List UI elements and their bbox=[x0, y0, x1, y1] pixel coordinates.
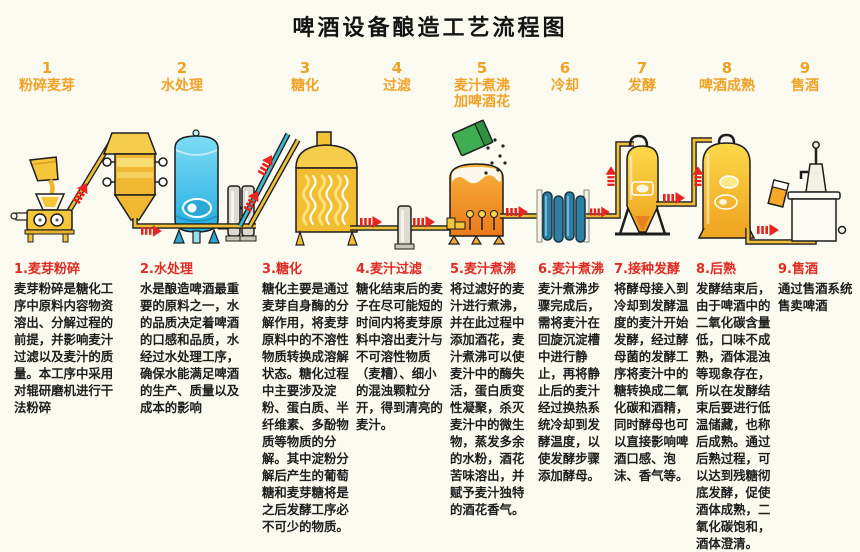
beer-dispenser-icon bbox=[767, 141, 847, 242]
cooling-coil-icon bbox=[536, 189, 590, 243]
step-description-5: 5.麦汁煮沸 将过滤好的麦汁进行煮沸，并在此过程中添加酒花，麦汁煮沸可以使麦汁中… bbox=[450, 262, 536, 518]
step-description-body: 麦汁煮沸步骤完成后，需将麦汁在回旋沉淀槽中进行静止，再将静止后的麦汁经过换热系统… bbox=[538, 281, 600, 483]
maturation-tank-icon bbox=[697, 133, 756, 239]
step-description-heading: 5.麦汁煮沸 bbox=[450, 262, 516, 277]
boiling-kettle-icon bbox=[446, 163, 506, 245]
step-description-3: 3.糖化 糖化主要是通过麦芽自身酶的分解作用，将麦芽原料中的不溶性物质转换成溶解… bbox=[262, 262, 354, 535]
step-description-2: 2.水处理 水是酿造啤酒最重要的原料之一，水的品质决定着啤酒的口感和品质，水经过… bbox=[140, 262, 240, 416]
step-description-body: 将酵母接入到冷却到发酵温度的麦汁开始发酵，经过酵母菌的发酵工序将麦汁中的糖转换成… bbox=[614, 281, 689, 483]
pipe-silo-to-mashtun bbox=[132, 132, 301, 229]
step-description-heading: 6.麦汁煮沸 bbox=[538, 262, 604, 277]
process-flow-illustration bbox=[10, 119, 847, 250]
step-description-6: 6.麦汁煮沸 麦汁煮沸步骤完成后，需将麦汁在回旋沉淀槽中进行静止，再将静止后的麦… bbox=[538, 262, 610, 484]
step-description-4: 4.麦汁过滤 糖化结束后的麦子在尽可能短的时间内将麦芽原料中溶出麦汁与不可溶性物… bbox=[356, 262, 446, 433]
wort-filter-icon bbox=[394, 205, 415, 250]
malt-mill-icon bbox=[10, 156, 75, 243]
pipe-fermenter-to-maturation bbox=[656, 137, 712, 207]
step-description-9: 9.售酒 通过售酒系统售卖啤酒 bbox=[778, 262, 854, 314]
step-description-heading: 2.水处理 bbox=[140, 262, 193, 277]
step-description-body: 通过售酒系统售卖啤酒 bbox=[778, 281, 853, 313]
filter-columns-icon bbox=[218, 185, 257, 242]
step-description-body: 糖化主要是通过麦芽自身酶的分解作用，将麦芽原料中的不溶性物质转换成溶解状态。糖化… bbox=[262, 281, 349, 534]
step-description-heading: 1.麦芽粉碎 bbox=[14, 262, 80, 277]
mash-tun-icon bbox=[295, 131, 358, 246]
page-title: 啤酒设备酿造工艺流程图 bbox=[292, 16, 568, 41]
step-description-heading: 7.接种发酵 bbox=[614, 262, 680, 277]
step-description-body: 麦芽粉碎是糖化工序中原料内容物资溶出、分解过程的前提，并影响麦汁过滤以及麦汁的质… bbox=[14, 281, 114, 415]
step-description-1: 1.麦芽粉碎 麦芽粉碎是糖化工序中原料内容物资溶出、分解过程的前提，并影响麦汁过… bbox=[14, 262, 114, 416]
hops-bucket-icon bbox=[451, 119, 507, 175]
step-description-body: 发酵结束后，由于啤酒中的二氧化碳含量低，口味不成熟，酒体混浊等现象存在，所以在发… bbox=[696, 281, 771, 551]
step-description-heading: 4.麦汁过滤 bbox=[356, 262, 422, 277]
step-description-body: 糖化结束后的麦子在尽可能短的时间内将麦芽原料中溶出麦汁与不可溶性物质（麦糟）、细… bbox=[356, 281, 443, 432]
fermentation-tank-icon bbox=[615, 134, 670, 236]
step-description-body: 将过滤好的麦汁进行煮沸，并在此过程中添加酒花，麦汁煮沸可以使麦汁中的酶失活，蛋白… bbox=[450, 281, 525, 517]
step-description-heading: 8.后熟 bbox=[696, 262, 736, 277]
water-treatment-tank-icon bbox=[173, 129, 220, 244]
step-description-heading: 3.糖化 bbox=[262, 262, 302, 277]
step-description-heading: 9.售酒 bbox=[778, 262, 818, 277]
step-description-8: 8.后熟 发酵结束后，由于啤酒中的二氧化碳含量低，口味不成熟，酒体混浊等现象存在… bbox=[696, 262, 774, 552]
malt-silo-icon bbox=[102, 132, 168, 221]
step-description-body: 水是酿造啤酒最重要的原料之一，水的品质决定着啤酒的口感和品质，水经过水处理工序，… bbox=[140, 281, 240, 415]
step-description-7: 7.接种发酵 将酵母接入到冷却到发酵温度的麦汁开始发酵，经过酵母菌的发酵工序将麦… bbox=[614, 262, 692, 484]
